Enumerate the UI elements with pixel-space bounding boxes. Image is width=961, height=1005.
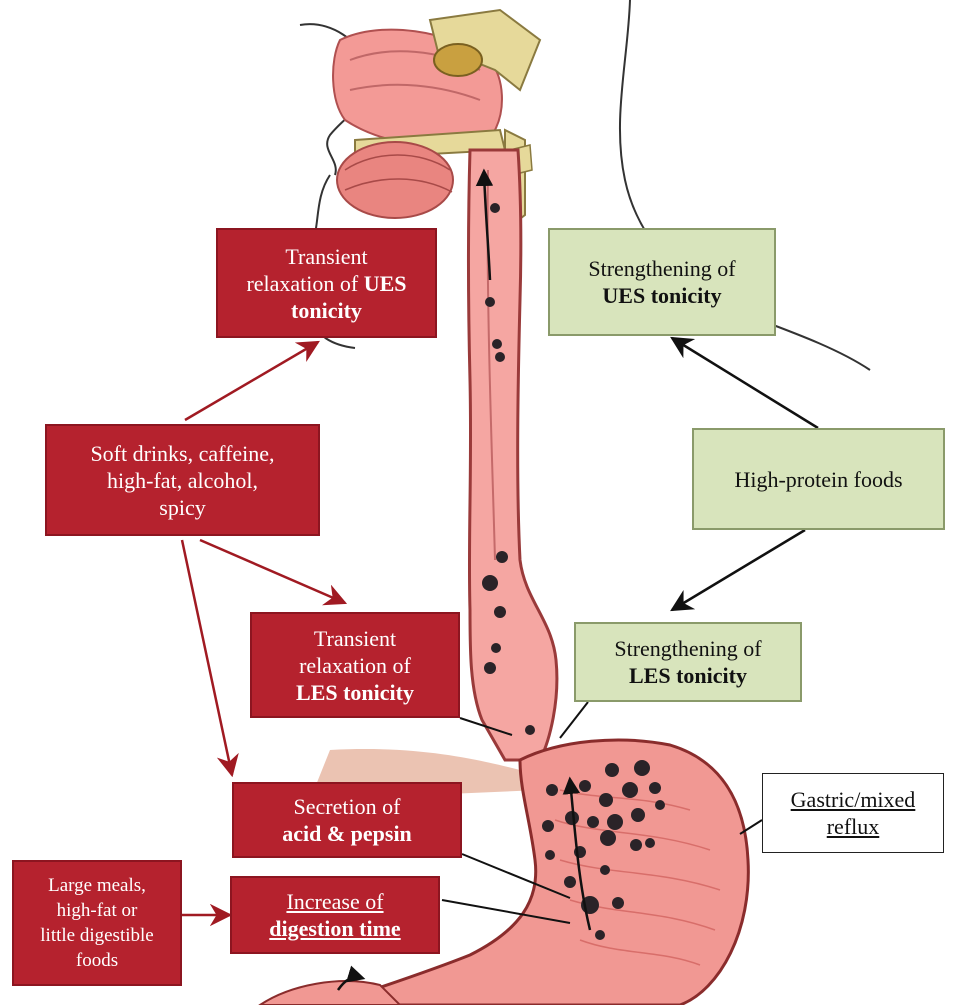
digestion-line2: digestion time [269, 915, 400, 942]
high-protein-box: High-protein foods [692, 428, 945, 530]
les-strength-line1: Strengthening of [614, 635, 761, 662]
large-meals-line2: high-fat or [57, 898, 138, 923]
soft-drinks-box: Soft drinks, caffeine, high-fat, alcohol… [45, 424, 320, 536]
les-strengthening-box: Strengthening of LES tonicity [574, 622, 802, 702]
secretion-line1: Secretion of [294, 793, 401, 820]
esophagus [469, 150, 557, 760]
soft-drinks-line1: Soft drinks, caffeine, [90, 440, 274, 467]
gastric-reflux-box: Gastric/mixed reflux [762, 773, 944, 853]
les-strength-line2a: LES [629, 663, 676, 688]
gastric-reflux-line2: reflux [827, 813, 880, 840]
large-meals-box: Large meals, high-fat or little digestib… [12, 860, 182, 986]
ues-strength-line2: UES tonicity [602, 282, 721, 309]
acid-secretion-box: Secretion of acid & pepsin [232, 782, 462, 858]
ues-strength-line1: Strengthening of [588, 255, 735, 282]
ues-relaxation-box: Transient relaxation of UES tonicity [216, 228, 437, 338]
secretion-line2: acid & pepsin [282, 820, 412, 847]
ues-relax-line2b: UES [364, 271, 407, 296]
ues-relax-line1: Transient [285, 243, 367, 270]
tongue [337, 142, 453, 218]
digestion-line1: Increase of [286, 888, 383, 915]
soft-drinks-line3: spicy [159, 494, 205, 521]
large-meals-line4: foods [76, 948, 118, 973]
duodenum [260, 981, 400, 1005]
les-strength-line2b: tonicity [676, 663, 747, 688]
ues-relax-line2a: relaxation of [246, 271, 363, 296]
soft-drinks-line2: high-fat, alcohol, [107, 467, 258, 494]
les-relax-line3: LES tonicity [296, 679, 414, 706]
ues-relax-line3: tonicity [291, 297, 362, 324]
high-protein-label: High-protein foods [734, 466, 902, 493]
les-relax-line2: relaxation of [299, 652, 411, 679]
ues-strengthening-box: Strengthening of UES tonicity [548, 228, 776, 336]
gastric-reflux-line1: Gastric/mixed [791, 786, 916, 813]
large-meals-line3: little digestible [40, 923, 153, 948]
large-meals-line1: Large meals, [48, 873, 146, 898]
digestion-time-box: Increase of digestion time [230, 876, 440, 954]
les-relaxation-box: Transient relaxation of LES tonicity [250, 612, 460, 718]
les-relax-line1: Transient [314, 625, 396, 652]
